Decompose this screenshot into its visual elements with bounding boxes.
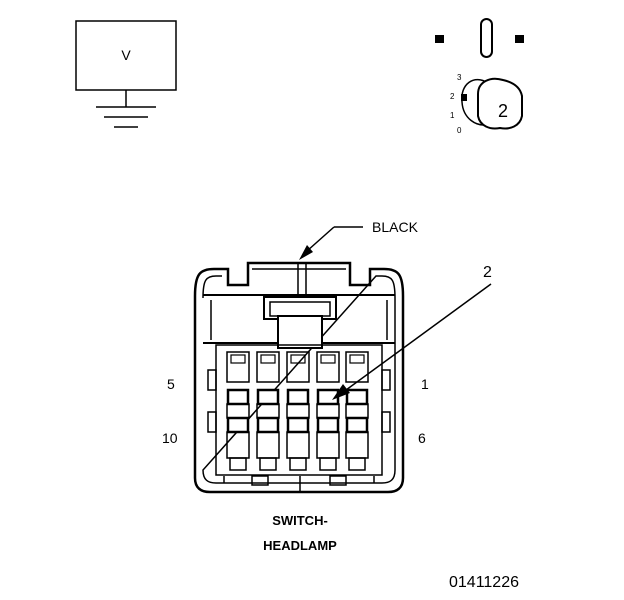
pin-label-10: 10: [162, 430, 178, 446]
switch-pos-2: 2: [450, 92, 455, 101]
latch-tab: [277, 315, 323, 349]
connector-color-label: BLACK: [372, 219, 419, 235]
switch-pos-1: 1: [450, 111, 455, 120]
figure-id: 01411226: [449, 574, 519, 591]
switch-position-marker: [461, 94, 467, 101]
switch-terminal-right: [515, 35, 524, 43]
connector-shell: [193, 261, 405, 494]
connector-face: [193, 261, 405, 494]
cavity-8: [286, 416, 310, 434]
color-leader: BLACK: [299, 219, 419, 260]
cavity-area: [215, 344, 383, 476]
cavity-10: [226, 416, 250, 434]
pin-label-6: 6: [418, 430, 426, 446]
cavity-3: [286, 388, 310, 406]
switch-pos-0: 0: [457, 126, 462, 135]
switch-pos-3: 3: [457, 73, 462, 82]
arrow-icon: [332, 384, 350, 400]
switch-selected-position: 2: [498, 101, 508, 121]
cavity-9: [256, 416, 280, 434]
cavity-4: [256, 388, 280, 406]
switch-terminal-left: [435, 35, 444, 43]
pin-callout: 2: [332, 264, 492, 400]
callout-label: 2: [483, 264, 492, 281]
cavity-5: [226, 388, 250, 406]
caption-line1: SWITCH-: [272, 513, 328, 528]
voltmeter-label: V: [121, 47, 131, 63]
cavity-7: [316, 416, 340, 434]
voltmeter-symbol: V: [75, 20, 177, 128]
switch-knob: [477, 77, 523, 130]
pin-label-1: 1: [421, 376, 429, 392]
cavity-1: [345, 388, 369, 406]
caption-line2: HEADLAMP: [263, 538, 337, 553]
cavity-6: [345, 416, 369, 434]
switch-slot: [480, 18, 493, 58]
arrow-icon: [299, 245, 313, 260]
headlamp-switch-icon: 3 2 1 0 2: [435, 18, 524, 135]
pin-label-5: 5: [167, 376, 175, 392]
